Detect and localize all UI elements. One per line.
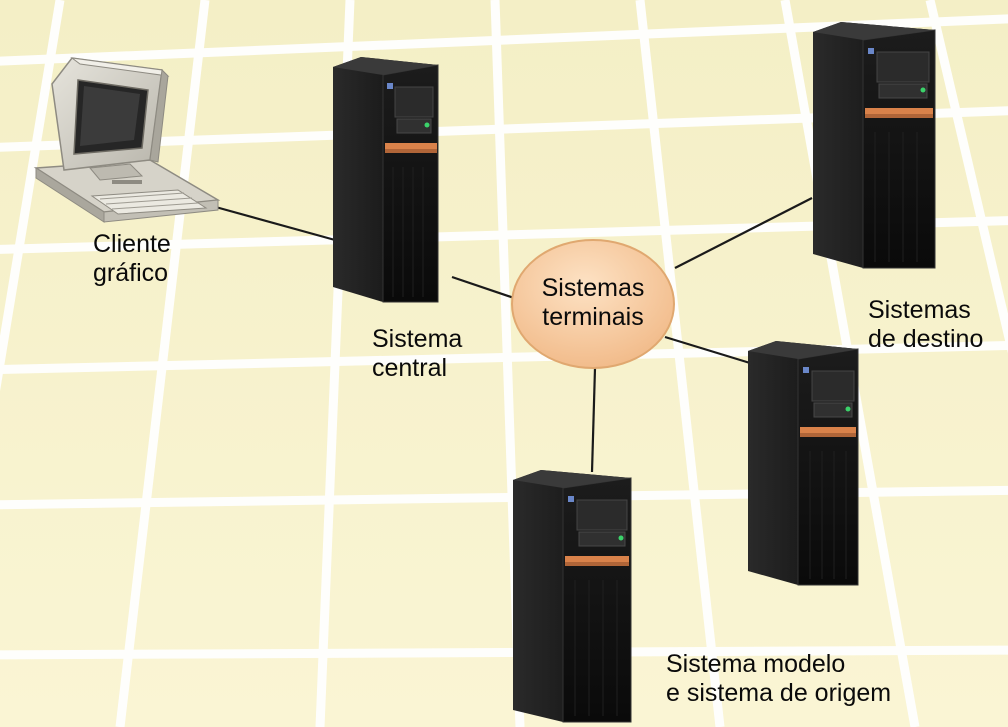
model-source-label: Sistema modelo e sistema de origem [666, 650, 891, 708]
hub-label: Sistemas terminais [513, 274, 673, 332]
link-hub-model [590, 367, 597, 473]
target-label-line1: Sistemas [868, 296, 971, 324]
server-tower-icon [513, 470, 632, 723]
model-source-label-line1: Sistema modelo [666, 650, 846, 678]
link-central-hub [451, 275, 521, 302]
link-hub-target-bottom [664, 335, 751, 365]
link-hub-target-top [674, 197, 813, 269]
client-label: Cliente gráfico [93, 230, 171, 288]
central-label-line1: Sistema [372, 325, 463, 353]
target-label-line2: de destino [868, 325, 984, 353]
desktop-computer-icon [33, 57, 221, 223]
connectors [211, 197, 813, 473]
central-label-line2: central [372, 354, 448, 382]
client-label-line2: gráfico [93, 259, 169, 287]
client-label-line1: Cliente [93, 230, 171, 258]
server-tower-icon [748, 341, 859, 586]
central-label: Sistema central [372, 325, 462, 383]
hub-node [511, 239, 675, 369]
server-tower-icon [813, 22, 936, 269]
hub-label-line1: Sistemas [541, 274, 645, 302]
server-tower-icon [333, 57, 439, 303]
link-client-central [211, 204, 336, 242]
target-label: Sistemas de destino [868, 296, 983, 354]
model-source-label-line2: e sistema de origem [666, 679, 892, 707]
hub-label-line2: terminais [542, 303, 644, 331]
